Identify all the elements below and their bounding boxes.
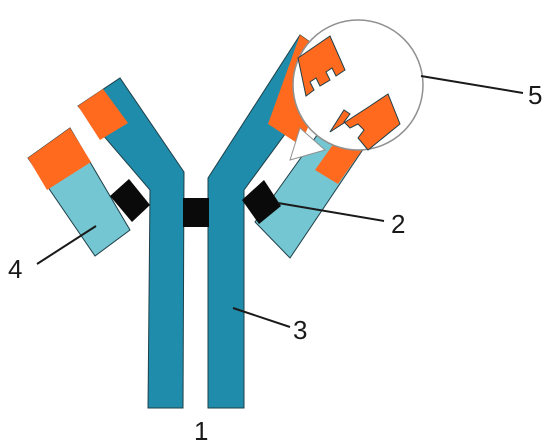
antigen-binding-site-callout — [290, 20, 423, 160]
callout-circle — [293, 20, 423, 150]
label-1: 1 — [194, 416, 208, 444]
label-4: 4 — [8, 254, 22, 284]
label-2: 2 — [391, 209, 405, 239]
leader-line-5 — [421, 76, 523, 93]
label-3: 3 — [293, 315, 307, 345]
label-5: 5 — [528, 80, 542, 110]
hinge-disulfide-bond — [183, 198, 209, 227]
disulfide-bonds — [110, 179, 281, 227]
